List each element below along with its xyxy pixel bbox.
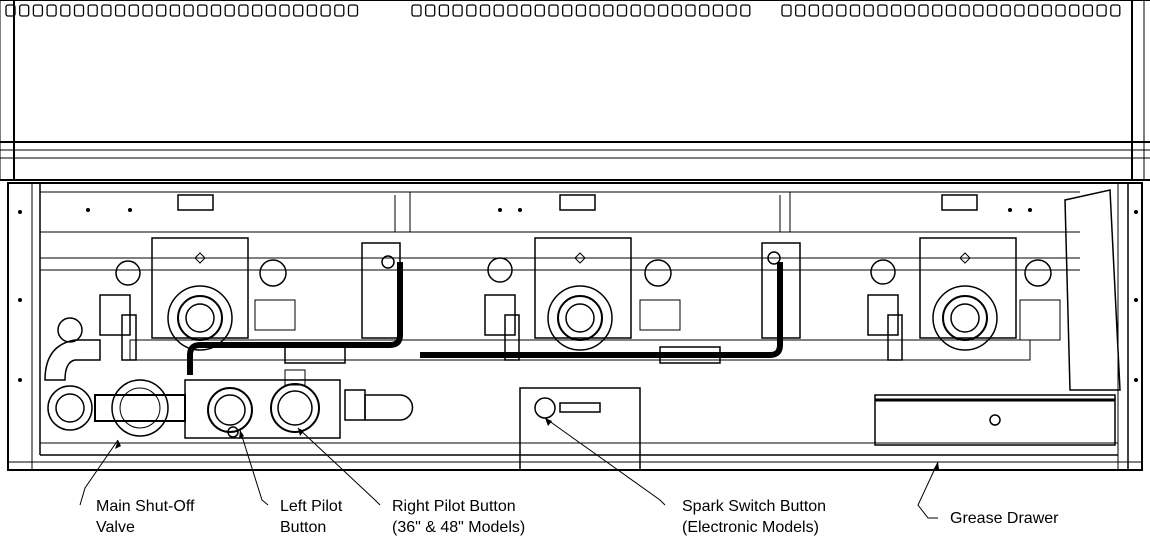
vent-slot <box>1110 4 1121 17</box>
vent-slot <box>347 4 359 17</box>
vent-slot <box>1055 4 1066 17</box>
vent-slot <box>575 4 587 17</box>
callout-main-shut-off-valve: Main Shut-Off Valve <box>96 498 195 536</box>
vent-slot <box>822 4 833 17</box>
vent-slot <box>306 4 318 17</box>
vent-slot <box>836 4 847 17</box>
vent-slot <box>128 4 139 17</box>
vent-slot <box>986 4 998 17</box>
vent-slot <box>60 4 71 17</box>
vent-slot <box>265 4 276 17</box>
vent-slot <box>320 4 331 17</box>
vent-slot <box>411 4 422 17</box>
vent-slot <box>210 4 222 17</box>
vent-slot <box>945 4 957 17</box>
vent-slot <box>685 4 696 17</box>
callout-leaders <box>79 417 939 519</box>
vent-slot <box>603 4 614 17</box>
vent-slot <box>1041 4 1052 17</box>
vent-slot <box>959 4 970 17</box>
vent-slot <box>904 4 915 17</box>
vent-slot <box>630 4 641 17</box>
vent-slot <box>238 4 249 17</box>
burner-valve-right <box>867 237 1061 361</box>
vent-slot <box>781 4 792 17</box>
callout-left-pilot-button: Left Pilot Button <box>280 498 343 536</box>
mounting-brackets <box>361 195 801 339</box>
valve-compartment <box>7 182 1143 471</box>
vent-slot <box>251 4 263 17</box>
vent-slot <box>32 4 44 17</box>
pilot-valves-drawing <box>184 369 414 439</box>
vent-slot <box>877 4 888 17</box>
vent-slot <box>671 4 682 17</box>
gas-manifold <box>129 262 1031 375</box>
vent-slot <box>562 4 573 17</box>
vent-slot <box>849 4 861 17</box>
vent-slot <box>534 4 545 17</box>
vent-slot <box>1014 4 1025 17</box>
vent-slot <box>1069 4 1080 17</box>
vent-slot <box>114 4 126 17</box>
vent-slots <box>5 4 1121 17</box>
vent-slot <box>169 4 181 17</box>
vent-slot <box>452 4 463 17</box>
vent-slot <box>1000 4 1011 17</box>
vent-slot <box>334 4 345 17</box>
callout-grease-drawer: Grease Drawer <box>950 510 1059 527</box>
vent-slot <box>101 4 112 17</box>
vent-slot <box>507 4 518 17</box>
vent-slot <box>795 4 806 17</box>
burner-valve-center <box>484 237 681 361</box>
upper-cabinet <box>0 0 1150 181</box>
vent-slot <box>73 4 85 17</box>
vent-slot <box>932 4 943 17</box>
vent-slot <box>1096 4 1107 17</box>
vent-slot <box>973 4 984 17</box>
vent-slot <box>466 4 477 17</box>
vent-slot <box>19 4 30 17</box>
vent-slot <box>46 4 57 17</box>
vent-slot <box>616 4 628 17</box>
vent-slot <box>5 4 16 17</box>
vent-slot <box>493 4 504 17</box>
vent-slot <box>644 4 655 17</box>
vent-slot <box>1082 4 1094 17</box>
vent-slot <box>863 4 874 17</box>
vent-slot <box>520 4 532 17</box>
grease-drawer-drawing <box>874 189 1121 446</box>
vent-slot <box>657 4 669 17</box>
callout-right-pilot-button: Right Pilot Button (36" & 48" Models) <box>392 498 526 536</box>
vent-slot <box>548 4 559 17</box>
vent-slot <box>726 4 737 17</box>
vent-slot <box>699 4 710 17</box>
spark-switch-housing <box>519 387 641 471</box>
vent-slot <box>156 4 167 17</box>
vent-slot <box>279 4 290 17</box>
vent-slot <box>1027 4 1039 17</box>
vent-slot <box>479 4 491 17</box>
vent-slot <box>425 4 436 17</box>
vent-slot <box>740 4 751 17</box>
vent-slot <box>589 4 600 17</box>
vent-slot <box>197 4 208 17</box>
vent-slot <box>438 4 450 17</box>
vent-slot <box>918 4 929 17</box>
burner-valve-left <box>99 237 296 361</box>
vent-slot <box>87 4 98 17</box>
callout-spark-switch-button: Spark Switch Button (Electronic Models) <box>682 498 827 536</box>
vent-slot <box>142 4 153 17</box>
vent-slot <box>890 4 902 17</box>
vent-slot <box>293 4 304 17</box>
vent-slot <box>712 4 724 17</box>
vent-slot <box>224 4 235 17</box>
vent-slot <box>808 4 820 17</box>
vent-slot <box>183 4 194 17</box>
